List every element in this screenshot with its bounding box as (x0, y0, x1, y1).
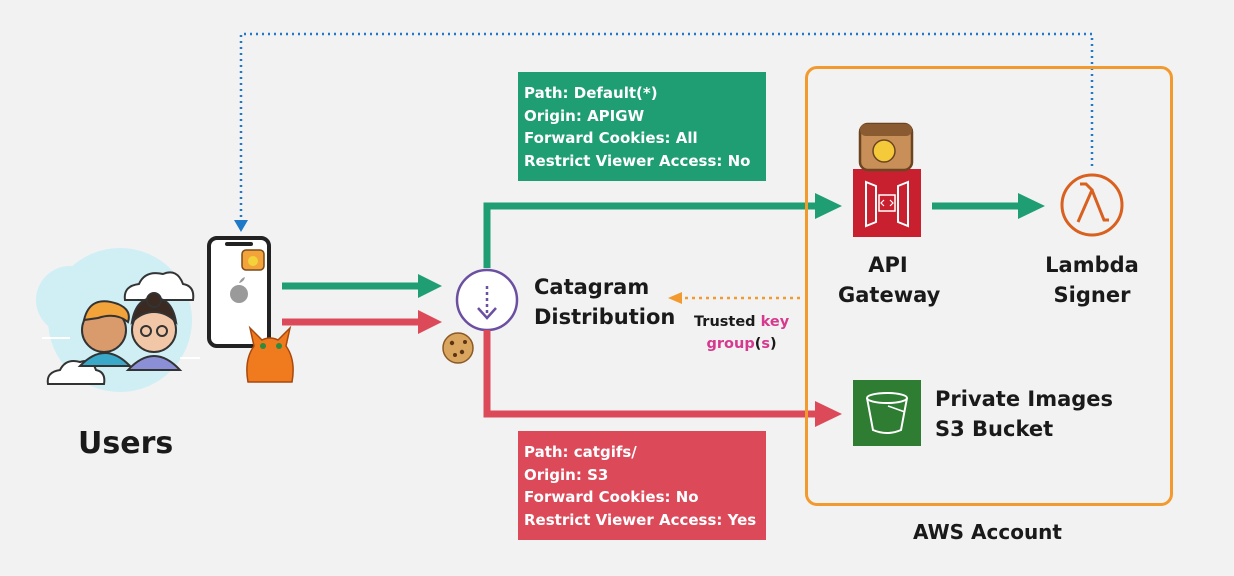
key-text: key (760, 314, 790, 330)
behavior-forward-cookies: Forward Cookies: No (524, 488, 699, 506)
users-illustration (36, 248, 200, 392)
behavior-path: Path: catgifs/ (524, 443, 637, 461)
behavior-restrict-access: Restrict Viewer Access: Yes (524, 510, 757, 529)
paren-open: ( (754, 336, 762, 352)
lambda-label-line1: Lambda (1045, 253, 1139, 277)
s3-bucket-icon (853, 380, 921, 446)
trusted-text: Trusted (694, 314, 761, 330)
behavior-origin: Origin: APIGW (524, 106, 645, 125)
default-behavior-box: Path: Default(*) Origin: APIGW Forward C… (518, 72, 766, 181)
s3-label: Private Images S3 Bucket (935, 384, 1113, 444)
s3-label-line2: S3 Bucket (935, 417, 1054, 441)
api-gateway-icon (853, 122, 921, 237)
group-text: group (706, 336, 755, 352)
cat-icon (246, 325, 294, 383)
s3-label-line1: Private Images (935, 387, 1114, 411)
distribution-label-line1: Catagram (534, 275, 650, 299)
s-text: s (761, 336, 770, 352)
lambda-label: Lambda Signer (1034, 250, 1150, 310)
distribution-label: Catagram Distribution (534, 272, 675, 332)
api-gateway-label-line1: API (868, 253, 908, 277)
cookie-icon (442, 332, 474, 364)
users-label: Users (78, 426, 174, 461)
api-gateway-label-line2: Gateway (838, 283, 941, 307)
behavior-path: Path: Default(*) (524, 84, 658, 102)
behavior-origin: Origin: S3 (524, 465, 609, 484)
cloudfront-icon (455, 268, 519, 332)
trusted-key-groups-label: Trusted key group(s) (694, 311, 789, 355)
aws-account-frame (805, 66, 1173, 506)
apple-icon (230, 277, 248, 303)
behavior-restrict-access: Restrict Viewer Access: No (524, 151, 751, 170)
aws-account-label: AWS Account (913, 520, 1062, 544)
api-gateway-label: API Gateway (838, 250, 941, 310)
lambda-icon (1060, 173, 1124, 237)
phone-icon (207, 236, 271, 348)
photo-app-icon (241, 249, 265, 271)
lambda-label-line2: Signer (1053, 283, 1131, 307)
paren-close: ) (770, 336, 777, 352)
photo-app-icon (858, 122, 914, 172)
distribution-label-line2: Distribution (534, 305, 676, 329)
catgifs-behavior-box: Path: catgifs/ Origin: S3 Forward Cookie… (518, 431, 766, 540)
behavior-forward-cookies: Forward Cookies: All (524, 129, 698, 147)
